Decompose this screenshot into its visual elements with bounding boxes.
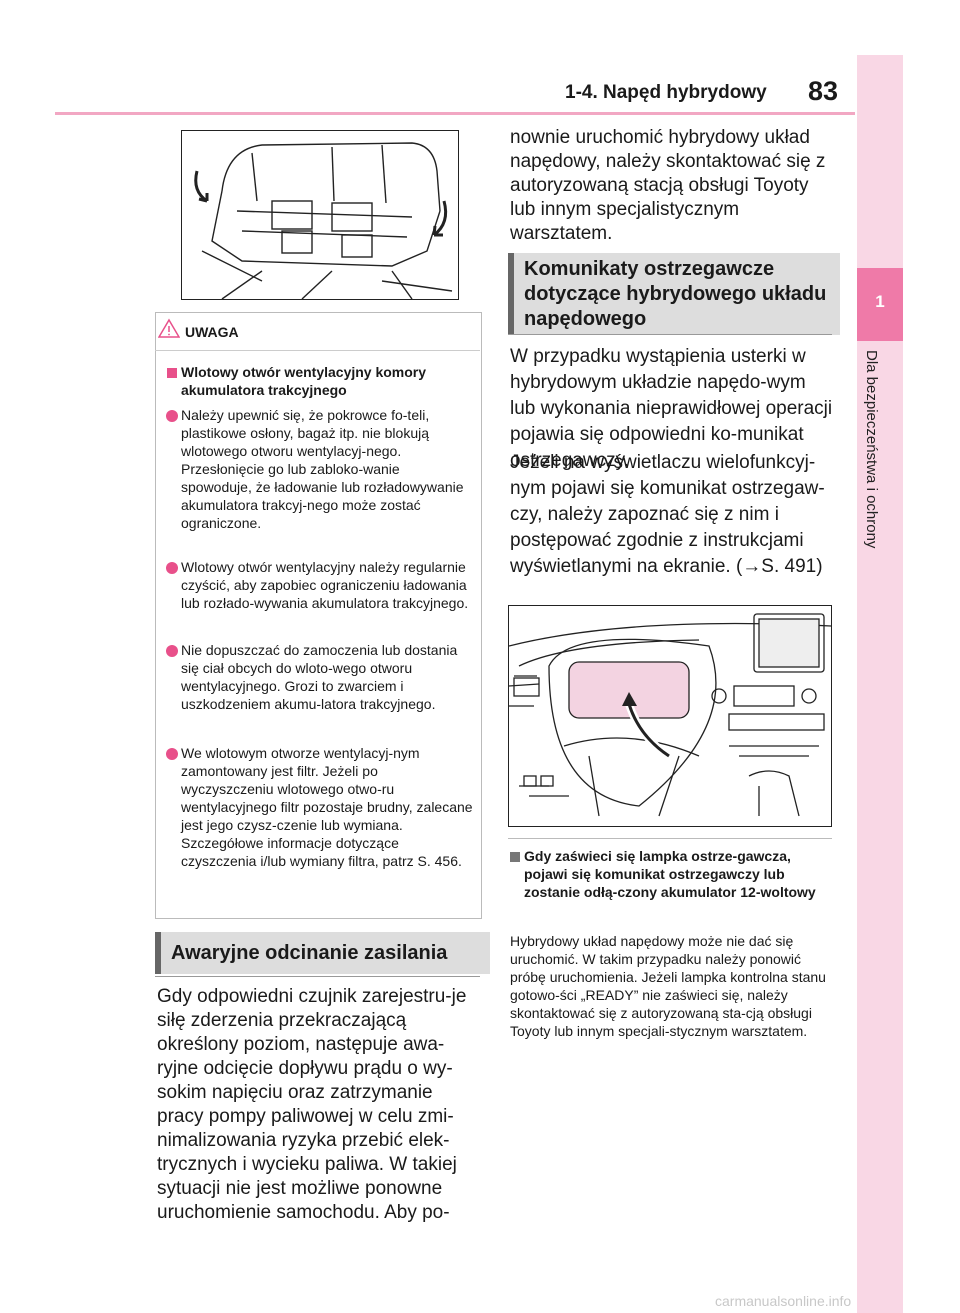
bullet-icon — [166, 645, 178, 657]
warning-item-3: Nie dopuszczać do zamoczenia lub dostani… — [181, 642, 458, 712]
seat-illustration — [181, 130, 459, 300]
square-bullet-icon — [167, 368, 177, 378]
warning-box — [155, 312, 482, 919]
section-rule — [155, 976, 480, 977]
bullet-icon — [166, 562, 178, 574]
section-title-emergency: Awaryjne odcinanie zasilania — [155, 932, 490, 974]
warning-triangle-icon — [158, 318, 180, 338]
chapter-number: 1 — [875, 292, 885, 311]
section-title-warnings: Komunikaty ostrzegawcze dotyczące hybryd… — [508, 253, 840, 335]
chapter-label: Dla bezpieczeństwa i ochrony — [863, 350, 880, 549]
chapter-tab — [857, 55, 903, 1313]
warning-item-4: We wlotowym otworze wentylacyj-nym zamon… — [181, 745, 473, 869]
warning-divider — [155, 350, 480, 351]
emergency-body: Gdy odpowiedni czujnik zarejestru-je sił… — [157, 986, 467, 1223]
header-rule — [55, 112, 855, 115]
note-heading: Gdy zaświeci się lampka ostrze-gawcza, p… — [524, 848, 816, 900]
square-bullet-icon — [510, 852, 520, 862]
warning-subheading: Wlotowy otwór wentylacyjny komory akumul… — [181, 364, 427, 398]
note-rule — [508, 838, 832, 839]
rear-seat-drawing — [194, 142, 453, 300]
warnings-paragraph-2: Jeżeli na wyświetlaczu wielofunkcyj-nym … — [510, 452, 825, 577]
note-body: Hybrydowy układ napędowy może nie dać si… — [510, 933, 826, 1039]
continuation-text: nownie uruchomić hybrydowy układ napędow… — [510, 127, 826, 244]
warning-item-2: Wlotowy otwór wentylacyjny należy regula… — [181, 559, 469, 611]
watermark: carmanualsonline.info — [715, 1293, 852, 1309]
page-number: 83 — [808, 76, 839, 106]
chapter-tab-active — [857, 268, 903, 341]
dashboard-drawing — [508, 613, 832, 817]
bullet-icon — [166, 748, 178, 760]
dashboard-illustration — [508, 605, 832, 827]
bullet-icon — [166, 410, 178, 422]
warning-item-1: Należy upewnić się, że pokrowce fo-teli,… — [181, 407, 464, 531]
running-header: 1-4. Napęd hybrydowy — [565, 82, 767, 103]
warnings-paragraph-1: W przypadku wystąpienia usterki w hybryd… — [510, 346, 833, 471]
warning-title: UWAGA — [185, 324, 239, 340]
section-rule — [508, 334, 832, 335]
